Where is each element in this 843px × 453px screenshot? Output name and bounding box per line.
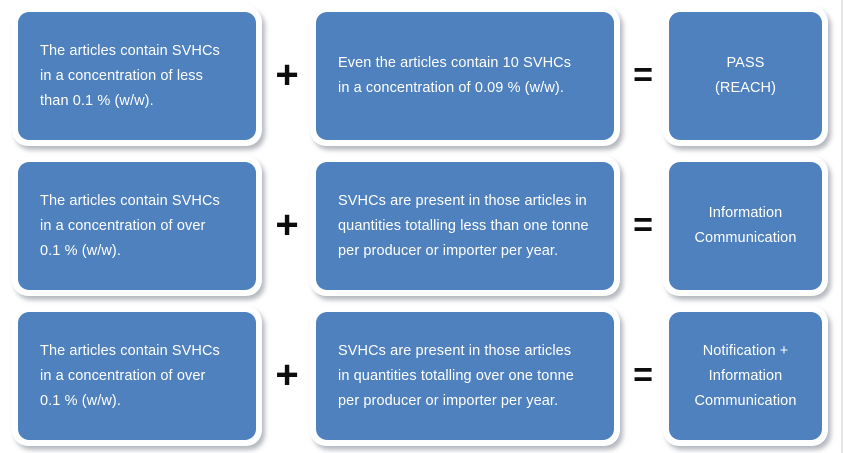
equals-icon: = — [633, 206, 653, 244]
result-box-row-1-text: PASS (REACH) — [669, 12, 822, 140]
text-line: in a concentration of 0.09 % (w/w). — [338, 80, 564, 96]
plus-operator-row-2: + — [266, 156, 308, 296]
text-line: The articles contain SVHCs — [40, 42, 220, 59]
plus-icon: + — [275, 53, 299, 97]
text-line: in quantities totalling over one tonne — [338, 367, 574, 384]
quantity-box-row-1[interactable]: Even the articles contain 10 SVHCs in a … — [310, 6, 620, 146]
equals-icon: = — [633, 356, 653, 394]
result-box-row-3[interactable]: Notification + Information Communication — [663, 306, 828, 446]
text-line: SVHCs are present in those articles — [338, 342, 572, 359]
text-line: 0.1 % (w/w). — [40, 392, 121, 409]
text-line: Even the articles contain 10 SVHCs — [338, 55, 572, 71]
condition-box-row-2-text: The articles contain SVHCs in a concentr… — [18, 162, 256, 290]
text-line: Communication — [694, 230, 797, 246]
condition-box-row-1-text: The articles contain SVHCs in a concentr… — [18, 12, 256, 140]
text-line: in a concentration of over — [40, 367, 206, 384]
text-line: (REACH) — [714, 80, 777, 96]
text-line: in a concentration of over — [40, 217, 206, 234]
text-line: Information — [708, 205, 783, 221]
condition-box-row-3-text: The articles contain SVHCs in a concentr… — [18, 312, 256, 440]
text-line: Information — [708, 367, 783, 384]
result-box-row-2-text: Information Communication — [669, 162, 822, 290]
text-line: SVHCs are present in those articles in — [338, 192, 587, 209]
text-line: The articles contain SVHCs — [40, 342, 220, 359]
plus-icon: + — [275, 353, 299, 397]
text-line: Communication — [694, 392, 797, 409]
equals-operator-row-3: = — [624, 306, 662, 446]
text-line: than 0.1 % (w/w). — [40, 92, 154, 109]
text-line: PASS — [726, 55, 765, 71]
condition-box-row-3[interactable]: The articles contain SVHCs in a concentr… — [12, 306, 262, 446]
quantity-box-row-2[interactable]: SVHCs are present in those articles in q… — [310, 156, 620, 296]
equals-operator-row-1: = — [624, 6, 662, 146]
plus-icon: + — [275, 203, 299, 247]
result-box-row-1[interactable]: PASS (REACH) — [663, 6, 828, 146]
diagram-row-2: The articles contain SVHCs in a concentr… — [0, 156, 843, 296]
diagram-row-1: The articles contain SVHCs in a concentr… — [0, 6, 843, 146]
equals-icon: = — [633, 56, 653, 94]
plus-operator-row-3: + — [266, 306, 308, 446]
quantity-box-row-3[interactable]: SVHCs are present in those articles in q… — [310, 306, 620, 446]
result-box-row-3-text: Notification + Information Communication — [669, 312, 822, 440]
quantity-box-row-3-text: SVHCs are present in those articles in q… — [316, 312, 614, 440]
diagram-row-3: The articles contain SVHCs in a concentr… — [0, 306, 843, 448]
text-line: 0.1 % (w/w). — [40, 242, 121, 259]
plus-operator-row-1: + — [266, 6, 308, 146]
text-line: The articles contain SVHCs — [40, 192, 220, 209]
text-line: in a concentration of less — [40, 67, 203, 84]
text-line: quantities totalling less than one tonne — [338, 217, 589, 234]
quantity-box-row-1-text: Even the articles contain 10 SVHCs in a … — [316, 12, 614, 140]
text-line: per producer or importer per year. — [338, 242, 559, 259]
equals-operator-row-2: = — [624, 156, 662, 296]
result-box-row-2[interactable]: Information Communication — [663, 156, 828, 296]
text-line: Notification + — [702, 342, 789, 359]
quantity-box-row-2-text: SVHCs are present in those articles in q… — [316, 162, 614, 290]
condition-box-row-2[interactable]: The articles contain SVHCs in a concentr… — [12, 156, 262, 296]
condition-box-row-1[interactable]: The articles contain SVHCs in a concentr… — [12, 6, 262, 146]
text-line: per producer or importer per year. — [338, 392, 559, 409]
